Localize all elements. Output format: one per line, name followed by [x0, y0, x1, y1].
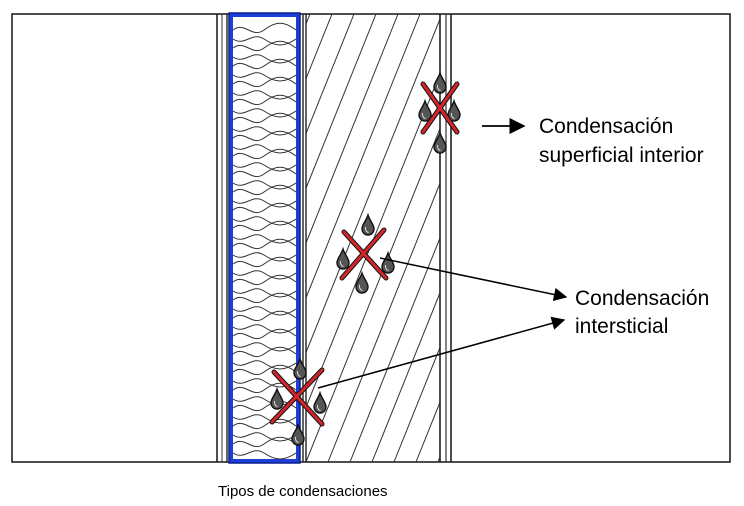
masonry-hatch-line	[614, 14, 744, 462]
water-drop-icon	[361, 214, 375, 236]
insulation-fibre-line	[232, 198, 296, 208]
insulation-fibre-line	[232, 58, 296, 70]
water-drop-icon	[433, 132, 447, 154]
inner-finish-layer	[216, 14, 228, 462]
interstitial-condensation-marker-lower	[269, 358, 327, 446]
masonry-hatch-line	[680, 14, 744, 462]
water-drop-icon	[336, 248, 350, 270]
red-cross-icon	[269, 367, 325, 427]
insulation-fibre-line	[232, 234, 296, 244]
insulation-fibre-line	[232, 220, 296, 232]
insulation-fibre-line	[232, 342, 296, 352]
masonry-hatch-line	[482, 14, 662, 462]
masonry-hatch-line	[636, 14, 744, 462]
water-drop-icon	[355, 272, 369, 294]
insulation-fibre-line	[232, 306, 296, 316]
insulation-fibre-line	[232, 324, 296, 334]
insulation-fibre-line	[232, 36, 296, 46]
outer-render-layer	[445, 14, 452, 462]
label-interstitial-condensation-line2: intersticial	[575, 315, 669, 338]
insulation-fibre-line	[232, 144, 296, 154]
insulation-fibre-line	[232, 310, 296, 322]
masonry-hatch-line	[724, 14, 744, 462]
label-surface-condensation-line1: Condensación	[539, 115, 674, 138]
diagram-caption: Tipos de condensaciones	[218, 483, 388, 500]
masonry-hatch-line	[306, 14, 355, 135]
red-cross-icon	[420, 81, 460, 135]
arrow-interstitial-upper	[379, 257, 568, 302]
insulation-fibre-line	[232, 400, 296, 412]
insulation-fibre-line	[232, 364, 296, 376]
insulation-fibre-line	[232, 436, 296, 448]
insulation-fibre-line	[232, 202, 296, 214]
masonry-hatch-line	[306, 14, 399, 245]
masonry-hatch-line	[702, 14, 744, 462]
insulation-fibre-line	[232, 274, 296, 286]
masonry-hatch-line	[349, 236, 440, 462]
insulation-fibre-line	[232, 130, 296, 142]
insulation-fibre-line	[232, 270, 296, 280]
surface-condensation-marker	[418, 72, 461, 154]
insulation-fibre-line	[232, 162, 296, 172]
masonry-hatch-line	[306, 14, 377, 190]
insulation-fibre-line	[232, 418, 296, 430]
masonry-hatch-line	[460, 14, 640, 462]
masonry-hatch-line	[42, 14, 222, 462]
water-drop-icon	[418, 100, 432, 122]
insulation-fibre-line	[232, 94, 296, 106]
insulation-fibre-line	[232, 112, 296, 124]
insulation-fibre-line	[232, 292, 296, 304]
masonry-hatch-line	[437, 455, 440, 462]
insulation-fibre-line	[232, 432, 296, 442]
insulation-fibre-line	[232, 288, 296, 298]
insulation-fibre-line	[232, 76, 296, 88]
insulation-fibre-line	[232, 328, 296, 340]
masonry-hatch-line	[658, 14, 744, 462]
masonry-hatch-line	[327, 181, 440, 462]
insulation-fibre-line	[232, 54, 296, 64]
insulation-fibre-line	[232, 108, 296, 118]
insulation-fibre-line	[232, 180, 296, 190]
masonry-hatch-line	[592, 14, 744, 462]
masonry-hatch-line	[371, 291, 440, 462]
masonry-hatch-line	[570, 14, 744, 462]
insulation-fibre-line	[232, 252, 296, 262]
insulation-fibre-line	[232, 216, 296, 226]
insulation-fibre-line	[232, 184, 296, 196]
insulation-fibre-line	[232, 346, 296, 358]
masonry-hatch-line	[306, 14, 421, 300]
insulation-fibre-line	[232, 414, 296, 424]
insulation-fibre-line	[232, 450, 296, 460]
arrow-interstitial-lower	[317, 316, 566, 389]
insulation-fibre-line	[232, 166, 296, 178]
insulation-layer	[228, 12, 301, 464]
insulation-fibre-line	[232, 126, 296, 136]
insulation-fibre-line	[232, 238, 296, 250]
water-drop-icon	[313, 392, 327, 414]
label-interstitial-condensation-line1: Condensación	[575, 287, 710, 310]
insulation-fibre-line	[232, 40, 296, 52]
insulation-fibre-line	[232, 72, 296, 82]
insulation-fibre-line	[232, 148, 296, 160]
masonry-hatch-line	[393, 346, 440, 462]
water-drop-icon	[433, 72, 447, 94]
diagram-frame	[11, 13, 731, 463]
insulation-fibre-line	[232, 360, 296, 370]
red-cross-icon	[339, 227, 389, 281]
masonry-hatch-line	[306, 127, 440, 462]
water-drop-icon	[381, 252, 395, 274]
label-surface-condensation-line2: superficial interior	[539, 144, 704, 167]
insulation-fibre-line	[232, 22, 296, 34]
interstitial-condensation-marker-upper	[336, 214, 395, 294]
insulation-fibre-line	[232, 90, 296, 100]
masonry-hatch-line	[548, 14, 728, 462]
masonry-hatch-line	[504, 14, 684, 462]
masonry-layer	[42, 14, 744, 462]
masonry-hatch-line	[526, 14, 706, 462]
insulation-fibre-line	[232, 256, 296, 268]
